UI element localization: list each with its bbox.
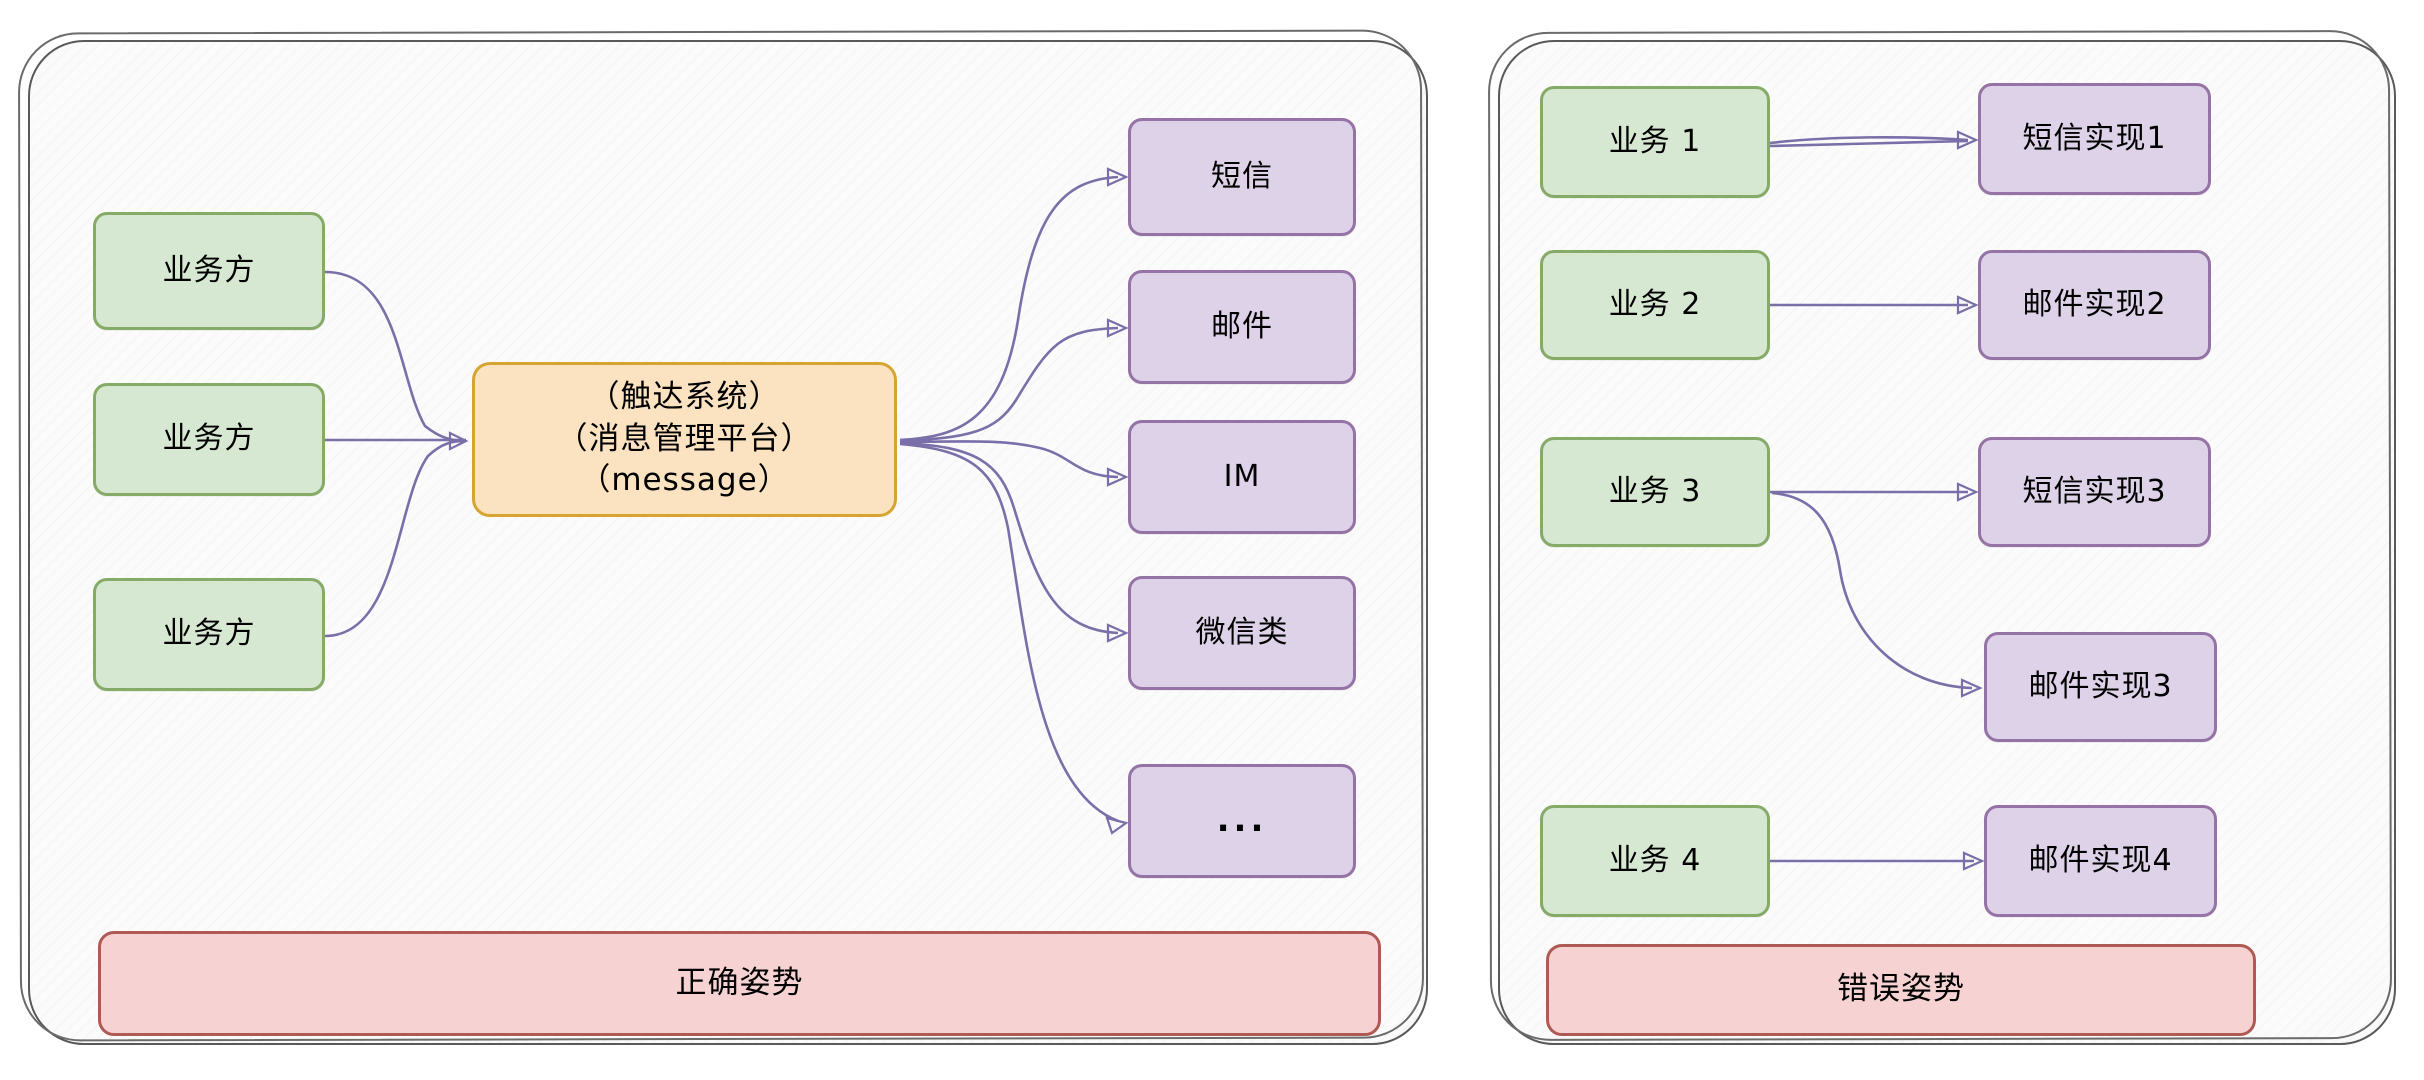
hub-line-2: （消息管理平台） [556, 420, 813, 457]
channel-box-email[interactable]: 邮件 [1128, 270, 1356, 384]
producer-box-2[interactable]: 业务方 [93, 383, 325, 496]
channel-box-more[interactable]: ... [1128, 764, 1356, 878]
business-box-2[interactable]: 业务 2 [1540, 250, 1770, 360]
channel-box-wechat[interactable]: 微信类 [1128, 576, 1356, 690]
impl-box-sms-3[interactable]: 短信实现3 [1978, 437, 2211, 547]
impl-box-sms-1[interactable]: 短信实现1 [1978, 83, 2211, 195]
right-caption-wrong: 错误姿势 [1546, 944, 2256, 1036]
business-box-4[interactable]: 业务 4 [1540, 805, 1770, 917]
business-box-1[interactable]: 业务 1 [1540, 86, 1770, 198]
hub-line-1: （触达系统） [588, 379, 781, 416]
message-hub-box[interactable]: （触达系统） （消息管理平台） （message） [472, 362, 897, 517]
left-caption-correct: 正确姿势 [98, 931, 1381, 1036]
impl-box-email-2[interactable]: 邮件实现2 [1978, 250, 2211, 360]
impl-box-email-4[interactable]: 邮件实现4 [1984, 805, 2217, 917]
producer-box-3[interactable]: 业务方 [93, 578, 325, 691]
business-box-3[interactable]: 业务 3 [1540, 437, 1770, 547]
hub-line-3: （message） [579, 462, 790, 499]
channel-box-im[interactable]: IM [1128, 420, 1356, 534]
channel-box-sms[interactable]: 短信 [1128, 118, 1356, 236]
producer-box-1[interactable]: 业务方 [93, 212, 325, 330]
impl-box-email-3[interactable]: 邮件实现3 [1984, 632, 2217, 742]
